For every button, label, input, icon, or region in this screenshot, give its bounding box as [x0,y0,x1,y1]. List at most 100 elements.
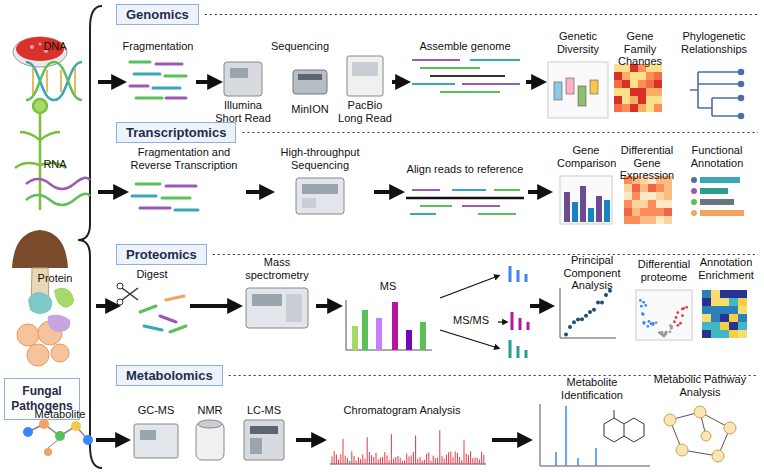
peak [422,461,423,464]
heat-cell [729,314,738,322]
peak [433,456,434,464]
section-header: Genomics [116,4,199,25]
step-label: Chromatogram Analysis [327,404,477,417]
step-label: Gene Family Changes [609,30,671,68]
heat-cell [648,208,656,216]
heat-cell [632,208,640,216]
step-label: Annotation Enrichment [694,256,758,281]
heat-cell [614,96,622,104]
step-label: Illumina Short Read [212,99,274,124]
point [648,320,651,323]
heat-cell [654,88,662,96]
heat-cell [738,306,747,314]
dotted-rule [205,14,758,15]
heat-cell [624,184,632,192]
step-label: Metabolite [24,408,96,421]
heat-cell [640,208,648,216]
point [643,321,646,324]
peak [349,461,350,464]
rna-strands [26,178,90,205]
peak [402,461,403,464]
point [600,300,604,304]
heat-cell [720,314,729,322]
heat-cell [702,322,711,330]
peak [343,439,344,464]
heat-cell [656,216,664,224]
bracket [78,6,102,468]
point [669,324,672,327]
step-label: Functional Annotation [686,144,748,169]
heat-cell [640,216,648,224]
heat-cell [729,330,738,338]
point [670,327,673,330]
peak [398,456,399,464]
step-label: PacBio Long Read [336,99,394,124]
identification-spectrum [540,404,650,466]
point [655,321,658,324]
heat-cell [702,306,711,314]
heat-cell [622,72,630,80]
peak [442,456,443,464]
peak [466,454,467,464]
heat-cell [656,192,664,200]
dna-fragments [130,62,186,98]
peak [464,440,465,464]
heat-cell [624,200,632,208]
heat-cell [656,200,664,208]
peak [426,454,427,464]
ms-spectrum [346,300,432,350]
heat-cell [646,80,654,88]
peak [448,452,449,464]
peak [376,453,377,464]
point [676,311,679,314]
boxplot [548,62,608,118]
point [572,320,576,324]
heat-cell [630,96,638,104]
section-header: Metabolomics [116,365,223,386]
heat-cell [646,72,654,80]
peak [470,451,471,464]
point [564,332,568,336]
step-label: NMR [190,404,230,417]
step-label: RNA [25,158,85,171]
step-label: GC-MS [131,404,181,417]
section-header: Transcriptomics [116,122,236,143]
heat-cell [664,192,672,200]
heat-cell [711,330,720,338]
heat-cell [622,88,630,96]
peak [389,460,390,464]
heat-cell [648,200,656,208]
peak [367,437,368,464]
peak [382,457,383,464]
heat-cell [711,314,720,322]
bar [572,202,578,222]
peak [477,458,478,464]
bar [596,196,602,222]
heatmap [624,176,672,224]
step-label: Genetic Diversity [547,30,609,55]
heat-cell [664,200,672,208]
msms-spectra [510,266,528,358]
peak [336,454,337,464]
peak [362,454,363,464]
heat-cell [654,104,662,112]
heat-cell [630,88,638,96]
peak [472,458,473,464]
heat-cell [630,80,638,88]
heat-cell [664,208,672,216]
step-label: Phylogenetic Relationships [671,30,757,55]
peak [384,452,385,464]
point [641,312,644,315]
heat-cell [654,80,662,88]
step-label: Differential proteome [628,258,700,283]
heat-cell [640,184,648,192]
protein-blobs [28,288,74,332]
heat-cell [738,290,747,298]
step-label: High-throughput Sequencing [270,146,370,171]
point [673,320,676,323]
heat-cell [729,298,738,306]
heat-cell [614,104,622,112]
flow-arrows [96,82,548,440]
point [640,305,643,308]
sequencers [224,56,383,96]
